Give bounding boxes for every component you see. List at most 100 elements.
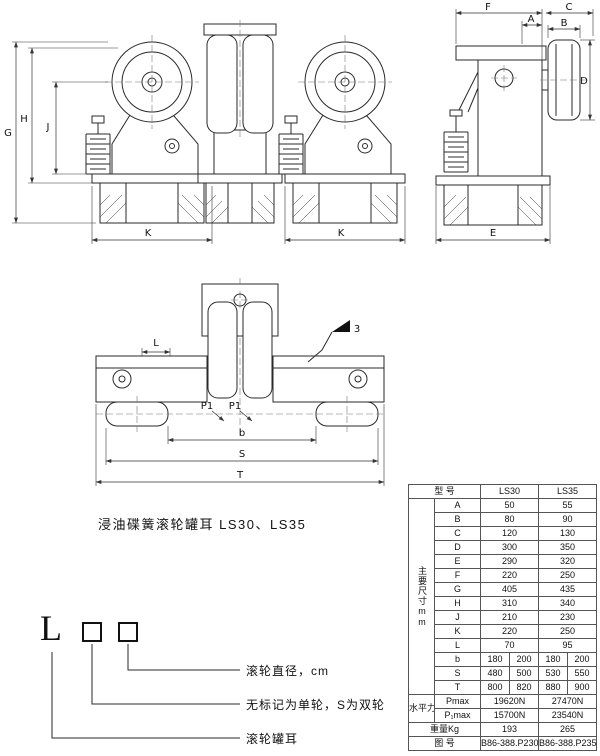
value-sub: 900 bbox=[567, 681, 596, 694]
value-cell: 70 bbox=[480, 638, 540, 653]
param-cell: J bbox=[433, 610, 482, 625]
value-cell: 210 bbox=[480, 610, 540, 625]
value-cell: 120 bbox=[480, 526, 540, 541]
table-row: 主要尺寸mm A 50 55 bbox=[408, 498, 598, 695]
model-code-box-2 bbox=[118, 622, 138, 642]
value-sub: 820 bbox=[509, 681, 538, 694]
value-sub: 180 bbox=[487, 654, 503, 664]
dim-label-e: E bbox=[490, 228, 496, 239]
param-cell: D bbox=[433, 540, 482, 555]
dim-label-a: A bbox=[528, 14, 535, 25]
value-cell: 435 bbox=[538, 582, 598, 597]
value-sub: 500 bbox=[509, 667, 538, 680]
model-code-prefix: L bbox=[40, 608, 62, 648]
param-cell: A bbox=[433, 498, 482, 513]
header-model-label: 型 号 bbox=[407, 484, 482, 499]
value-cell: B86-388.P230 bbox=[480, 736, 540, 751]
side-view bbox=[435, 39, 586, 226]
value-cell: 55 bbox=[538, 498, 598, 513]
dim-label-p1-left: P1 bbox=[201, 401, 213, 412]
value-cell: 50 bbox=[480, 498, 540, 513]
dim-label-k1: K bbox=[145, 228, 152, 239]
model-label-diameter: 滚轮直径，cm bbox=[246, 664, 329, 678]
param-cell: b bbox=[433, 652, 482, 667]
header-ls35: LS35 bbox=[538, 484, 598, 499]
model-code-leaders bbox=[51, 644, 240, 739]
param-cell: P₁max bbox=[433, 708, 482, 723]
table-row: 图 号 B86-388.P230 B86-388.P235 bbox=[407, 736, 598, 751]
group-label-dimensions: 主要尺寸mm bbox=[408, 498, 435, 695]
dim-label-c: C bbox=[566, 2, 573, 13]
dim-label-d: D bbox=[580, 76, 588, 87]
table-row: P₁max 15700N 23540N bbox=[409, 708, 598, 723]
param-cell-drawing-no: 图 号 bbox=[407, 736, 482, 751]
value-cell: 90 bbox=[538, 512, 598, 527]
dimension-lines-top: G H J K K F A C B bbox=[4, 2, 595, 244]
value-sub: 180 bbox=[545, 654, 561, 664]
value-cell: 405 bbox=[480, 582, 540, 597]
dim-label-h: H bbox=[20, 114, 28, 125]
param-cell: H bbox=[433, 596, 482, 611]
model-code-box-1 bbox=[82, 622, 102, 642]
value-cell: 80 bbox=[480, 512, 540, 527]
param-cell: L bbox=[433, 638, 482, 653]
value-cell: 130 bbox=[538, 526, 598, 541]
value-cell: 19620N bbox=[480, 694, 540, 709]
dim-label-b: B bbox=[561, 18, 568, 29]
edge-view-middle bbox=[197, 20, 283, 224]
value-cell: 265 bbox=[538, 722, 598, 737]
param-cell: K bbox=[433, 624, 482, 639]
dim-label-k2: K bbox=[338, 228, 345, 239]
param-cell: G bbox=[433, 582, 482, 597]
param-cell: Pmax bbox=[433, 694, 482, 709]
value-cell: 23540N bbox=[538, 708, 598, 723]
value-cell: 350 bbox=[538, 540, 598, 555]
dimension-lines-middle: L P1 P1 b S T bbox=[95, 338, 385, 486]
value-sub: 800 bbox=[487, 682, 503, 692]
value-cell-split: 800 820 bbox=[480, 680, 540, 695]
value-cell: 290 bbox=[480, 554, 540, 569]
dim-label-l: L bbox=[153, 338, 159, 349]
front-view-right bbox=[278, 34, 406, 224]
param-cell: T bbox=[433, 680, 482, 695]
value-sub: 550 bbox=[567, 667, 596, 680]
dim-label-s: S bbox=[239, 449, 245, 460]
front-view-left bbox=[85, 34, 213, 224]
value-cell-split: 530 550 bbox=[538, 666, 598, 681]
dim-label-t: T bbox=[236, 470, 244, 481]
value-cell: 300 bbox=[480, 540, 540, 555]
param-cell: F bbox=[433, 568, 482, 583]
value-cell: 15700N bbox=[480, 708, 540, 723]
group-label-force: 水平力 bbox=[408, 694, 435, 723]
dim-label-f: F bbox=[485, 2, 491, 13]
roughness-value: 3 bbox=[354, 324, 360, 335]
param-cell: E bbox=[433, 554, 482, 569]
dim-label-g: G bbox=[4, 128, 12, 139]
model-label-wheel-type: 无标记为单轮，S为双轮 bbox=[246, 698, 386, 712]
header-ls30: LS30 bbox=[480, 484, 540, 499]
value-sub: 530 bbox=[545, 668, 561, 678]
value-cell-split: 180 200 bbox=[480, 652, 540, 667]
value-cell: 27470N bbox=[538, 694, 598, 709]
value-sub: 200 bbox=[509, 653, 538, 666]
value-cell: 340 bbox=[538, 596, 598, 611]
model-label-name: 滚轮罐耳 bbox=[246, 732, 299, 746]
value-cell: 230 bbox=[538, 610, 598, 625]
value-cell: 320 bbox=[538, 554, 598, 569]
value-cell: 193 bbox=[480, 722, 540, 737]
